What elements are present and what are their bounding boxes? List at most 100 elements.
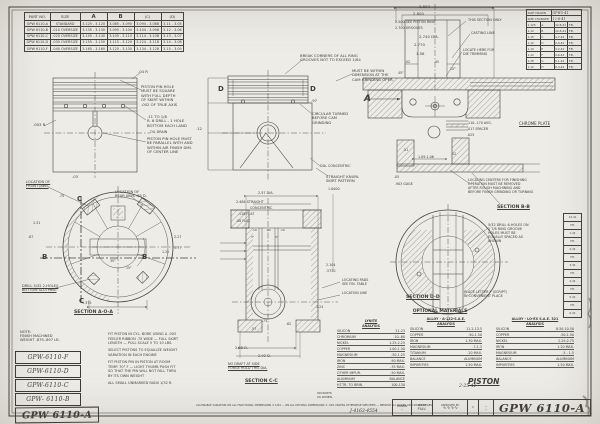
revision-cell: F.B. (567, 28, 581, 33)
annotation-label: .05 (394, 175, 400, 179)
annotation-label: .118 FLAT (238, 212, 255, 216)
cut-mark-d: D (310, 85, 316, 93)
annotation-label: 2.500 SEE PISTON RING (395, 20, 436, 24)
material-subtitle: ANALYSIS (437, 321, 455, 326)
revision-cell: 2-4-42 (553, 40, 568, 45)
revision-cell: E (539, 46, 554, 51)
annotation-label: .51 (403, 148, 409, 152)
material-subtitle: ANALYSIS (526, 321, 544, 326)
revision-cell: F (539, 52, 554, 57)
revision-cell: PART DRAWN (527, 10, 546, 15)
revision-cell: 1.38 (527, 58, 534, 63)
parts-table-cell: 3.15 - 3.09 (160, 44, 185, 53)
annotation-label: 1.21 (162, 250, 170, 254)
revision-cell: F.B. (567, 46, 581, 51)
annotation-label: .08 FLAT (236, 219, 251, 223)
revision-cell: F.B. (567, 22, 581, 27)
material-title: LYNITE (364, 319, 378, 323)
material-row: CHROMIUM.10-.60 (337, 334, 405, 341)
annotation-label: .02 (266, 228, 271, 232)
annotation-label: 15° (450, 67, 456, 71)
strip-cell: 5-42 (564, 293, 581, 301)
ring-section-detail (362, 7, 556, 119)
annotation-label: 2.27 (174, 235, 182, 239)
annotation-label: .110-.170 AVG. (467, 121, 492, 125)
revision-cell: F.B. (567, 58, 581, 63)
annotation-label: .003 R (33, 122, 46, 127)
revision-cell: A (539, 22, 554, 27)
annotation-label: 45° (398, 71, 404, 75)
strip-cell: F.B. (564, 221, 581, 229)
note-cam-grinding: MUST BE WITHIN DIMENSION AT THE CAM GRIN… (352, 68, 394, 82)
rev-value-1: — (484, 404, 488, 408)
annotation-label: 3° (275, 235, 279, 239)
note-knurl: STRAIGHT KNURL SKIRT PATTERN (326, 174, 360, 184)
annotation-label: 2.800 (413, 11, 424, 16)
annotation-label: 1.31 (33, 221, 41, 225)
cut-mark-c: C (79, 297, 85, 305)
fit-note-line: FEELER RIBBON .75 WIDE — FULL SKIRT (108, 336, 179, 341)
annotation-label: 35° (110, 259, 116, 263)
scale-label: SCALE (417, 404, 427, 407)
strip-cell: 12-41 (568, 216, 577, 219)
cut-mark-d: D (218, 85, 224, 93)
title-block-rev: — — (479, 400, 494, 415)
annotation-label: DIA. CONCENTRIC (320, 164, 351, 168)
fit-note-line: VARIATION IN EACH ENGINE (108, 353, 157, 358)
note-chrome-plate: CHROME PLATE (519, 121, 551, 126)
note-pin-square: PISTON PIN HOLE MUST BE SQUARE WITH FULL… (141, 84, 178, 107)
annotation-label: LOCATING PADS SEE FIN. TABLE (342, 278, 369, 286)
material-row: HT.TR. TO BRIN.100-130 (337, 382, 405, 389)
strip-cell: F.B. (564, 285, 581, 293)
note-circular-turned: CIRCULAR TURNED BEFORE CAM GRINDING (312, 111, 349, 125)
approved-label: APPROVED BY (440, 403, 460, 407)
annotation-label: ON PARTS AS DIMEN. (317, 391, 333, 399)
annotation-label: LOCATION LINE (342, 291, 368, 295)
strip-cell: 1-42 (564, 229, 581, 237)
material-row: TITANIUM.20 MAX. (410, 350, 482, 357)
annotation-label: .025 (467, 133, 475, 137)
cut-mark-c: C (77, 195, 83, 203)
revision-cell: G (539, 58, 554, 63)
materials-title: OPTIONAL MATERIALS (412, 309, 468, 314)
rev-value-2: — (484, 407, 488, 411)
fit-note-line: TEMP. 70° F — LIGHT THUMB PUSH FIT (108, 364, 176, 369)
annotation-label: .45 (434, 60, 440, 64)
annotation-label: THIS SECTION ONLY (468, 18, 502, 22)
title-block: DRAWN — SCALE FULL APPROVED BY ∿∿∿∿ C — … (392, 399, 591, 416)
title-block-scale: SCALE FULL (412, 400, 433, 415)
annotation-label: 15° (126, 266, 132, 270)
revision-cell: 1.15 (527, 34, 534, 39)
annotation-label: .57 (251, 327, 257, 331)
fineprint: ALLOWABLE VARIATION ON ALL FRACTIONAL DI… (196, 404, 433, 407)
section-label-bb: SECTION B-B (497, 205, 530, 210)
material-title: ALLOY - A-132-S.A.E. (426, 317, 466, 321)
material-row: COPPER.50-1.50 (496, 332, 574, 339)
revision-cell: F.B. (567, 40, 581, 45)
annotation-label: .62 (286, 322, 292, 326)
strip-cell: 4-42 (564, 277, 581, 285)
material-row: ZINC.35 MAX. (337, 364, 405, 371)
